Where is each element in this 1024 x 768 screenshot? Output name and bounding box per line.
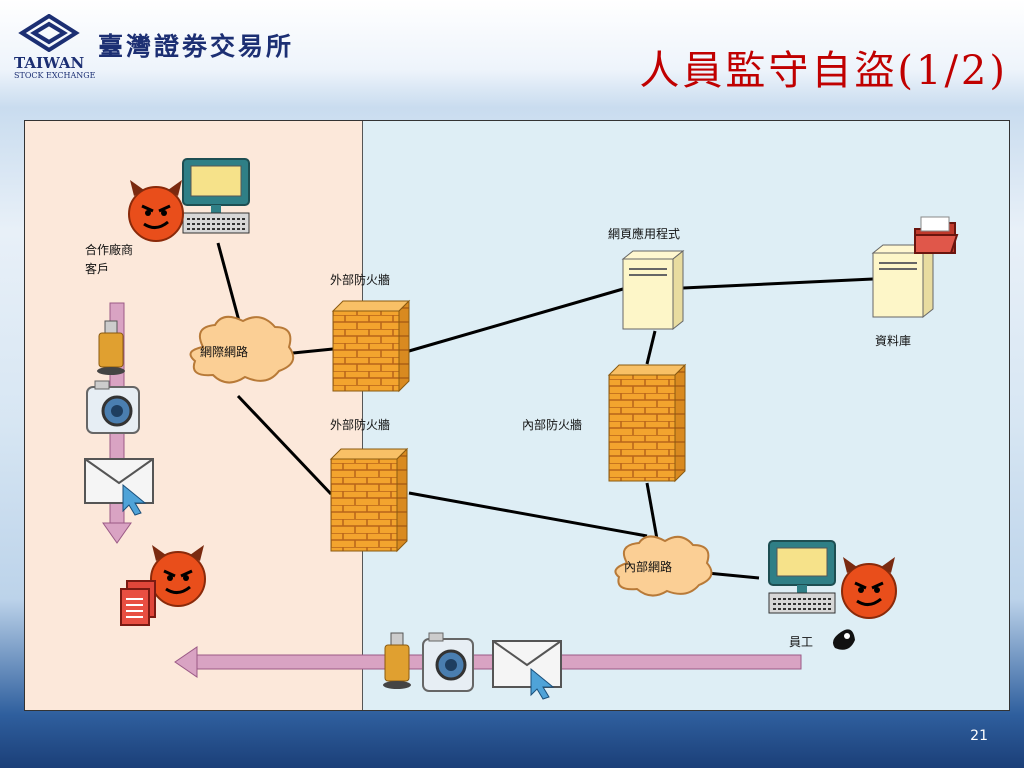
leak-arrow-horizontal: [174, 646, 802, 678]
employee-label: 員工: [789, 635, 814, 649]
intranet-label: 內部網路: [624, 560, 673, 574]
internal-firewall-label: 內部防火牆: [522, 418, 583, 432]
logo-english-subtitle: STOCK EXCHANGE: [14, 71, 96, 80]
employee-mouse-icon: [833, 629, 855, 650]
taiwan-stock-exchange-logo-icon: [18, 13, 80, 53]
database-server-icon: [871, 243, 935, 319]
internal-firewall-icon: [607, 363, 687, 483]
web-application-label: 網頁應用程式: [608, 227, 681, 241]
intranet-cloud-icon: [614, 535, 713, 597]
line-intranet-to-employee-pc: [706, 571, 760, 580]
page-number: 21: [970, 728, 988, 744]
external-firewall-top-label: 外部防火牆: [330, 273, 391, 287]
internet-label: 網際網路: [200, 345, 249, 359]
partner-label: 合作廠商: [85, 243, 134, 257]
malicious-partner-devil-icon: [128, 180, 184, 242]
database-label: 資料庫: [875, 334, 912, 348]
line-ext-firewall-to-intranet: [408, 491, 648, 538]
malicious-devil-icon: [150, 545, 206, 607]
line-webapp-to-int-firewall: [645, 330, 657, 365]
camera-icon: [86, 380, 140, 434]
diagram-canvas: [84, 158, 959, 700]
logo: [18, 13, 80, 56]
line-internet-to-ext-firewall-bottom: [236, 394, 333, 496]
stolen-documents-icon: [120, 580, 156, 626]
usb-drive-icon-bottom: [383, 632, 411, 689]
camera-icon-bottom: [422, 632, 474, 692]
external-firewall-bottom-label: 外部防火牆: [330, 418, 391, 432]
web-application-server-icon: [621, 249, 685, 331]
logo-english-name: TAIWAN: [14, 54, 85, 72]
internal-zone: [363, 121, 1009, 710]
usb-drive-icon: [97, 320, 125, 375]
connection-lines: [216, 242, 874, 580]
internet-cloud-icon: [189, 315, 295, 384]
external-firewall-top-icon: [331, 299, 411, 393]
line-partner-pc-to-internet: [216, 242, 241, 322]
email-icon-bottom: [492, 640, 562, 700]
line-webapp-to-database: [682, 277, 874, 290]
slide-title: 人員監守自盜(1/2): [639, 48, 1008, 94]
employee-computer-icon: [768, 540, 836, 614]
email-icon: [84, 458, 154, 516]
network-diagram: 合作廠商 客戶 網際網路 外部防火牆 外部防火牆 網頁應用程式 資料庫 內部防火…: [24, 120, 1010, 711]
line-firewall-to-webapp: [408, 287, 624, 353]
employee-devil-icon: [841, 557, 897, 619]
line-int-firewall-to-intranet: [645, 482, 659, 540]
database-folder-icon: [914, 216, 959, 254]
logo-chinese-name: 臺灣證劵交易所: [98, 32, 295, 61]
line-internet-to-ext-firewall-top: [292, 347, 334, 355]
customer-label: 客戶: [85, 262, 110, 276]
external-firewall-bottom-icon: [329, 447, 409, 553]
partner-computer-icon: [182, 158, 250, 234]
